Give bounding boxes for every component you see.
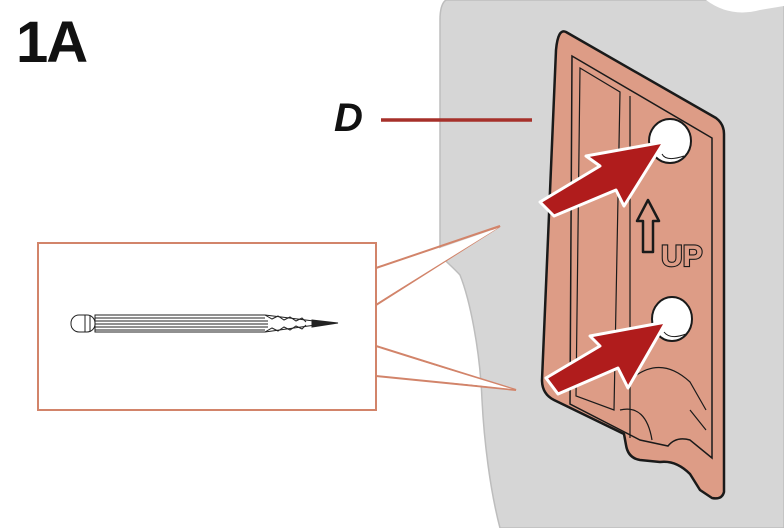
step-label: 1A: [16, 10, 88, 75]
callout-letter-d: D: [334, 96, 363, 140]
insert-arrow-lower: [544, 320, 668, 396]
device-body-notch: [706, 0, 784, 13]
embossed-up-text: UP: [661, 240, 703, 273]
pencil-icon: [70, 314, 339, 333]
up-arrow-icon: [635, 198, 661, 254]
magnifier-connector: [375, 225, 517, 391]
insert-arrow-upper: [538, 140, 666, 218]
magnifier-mask: [377, 228, 512, 389]
